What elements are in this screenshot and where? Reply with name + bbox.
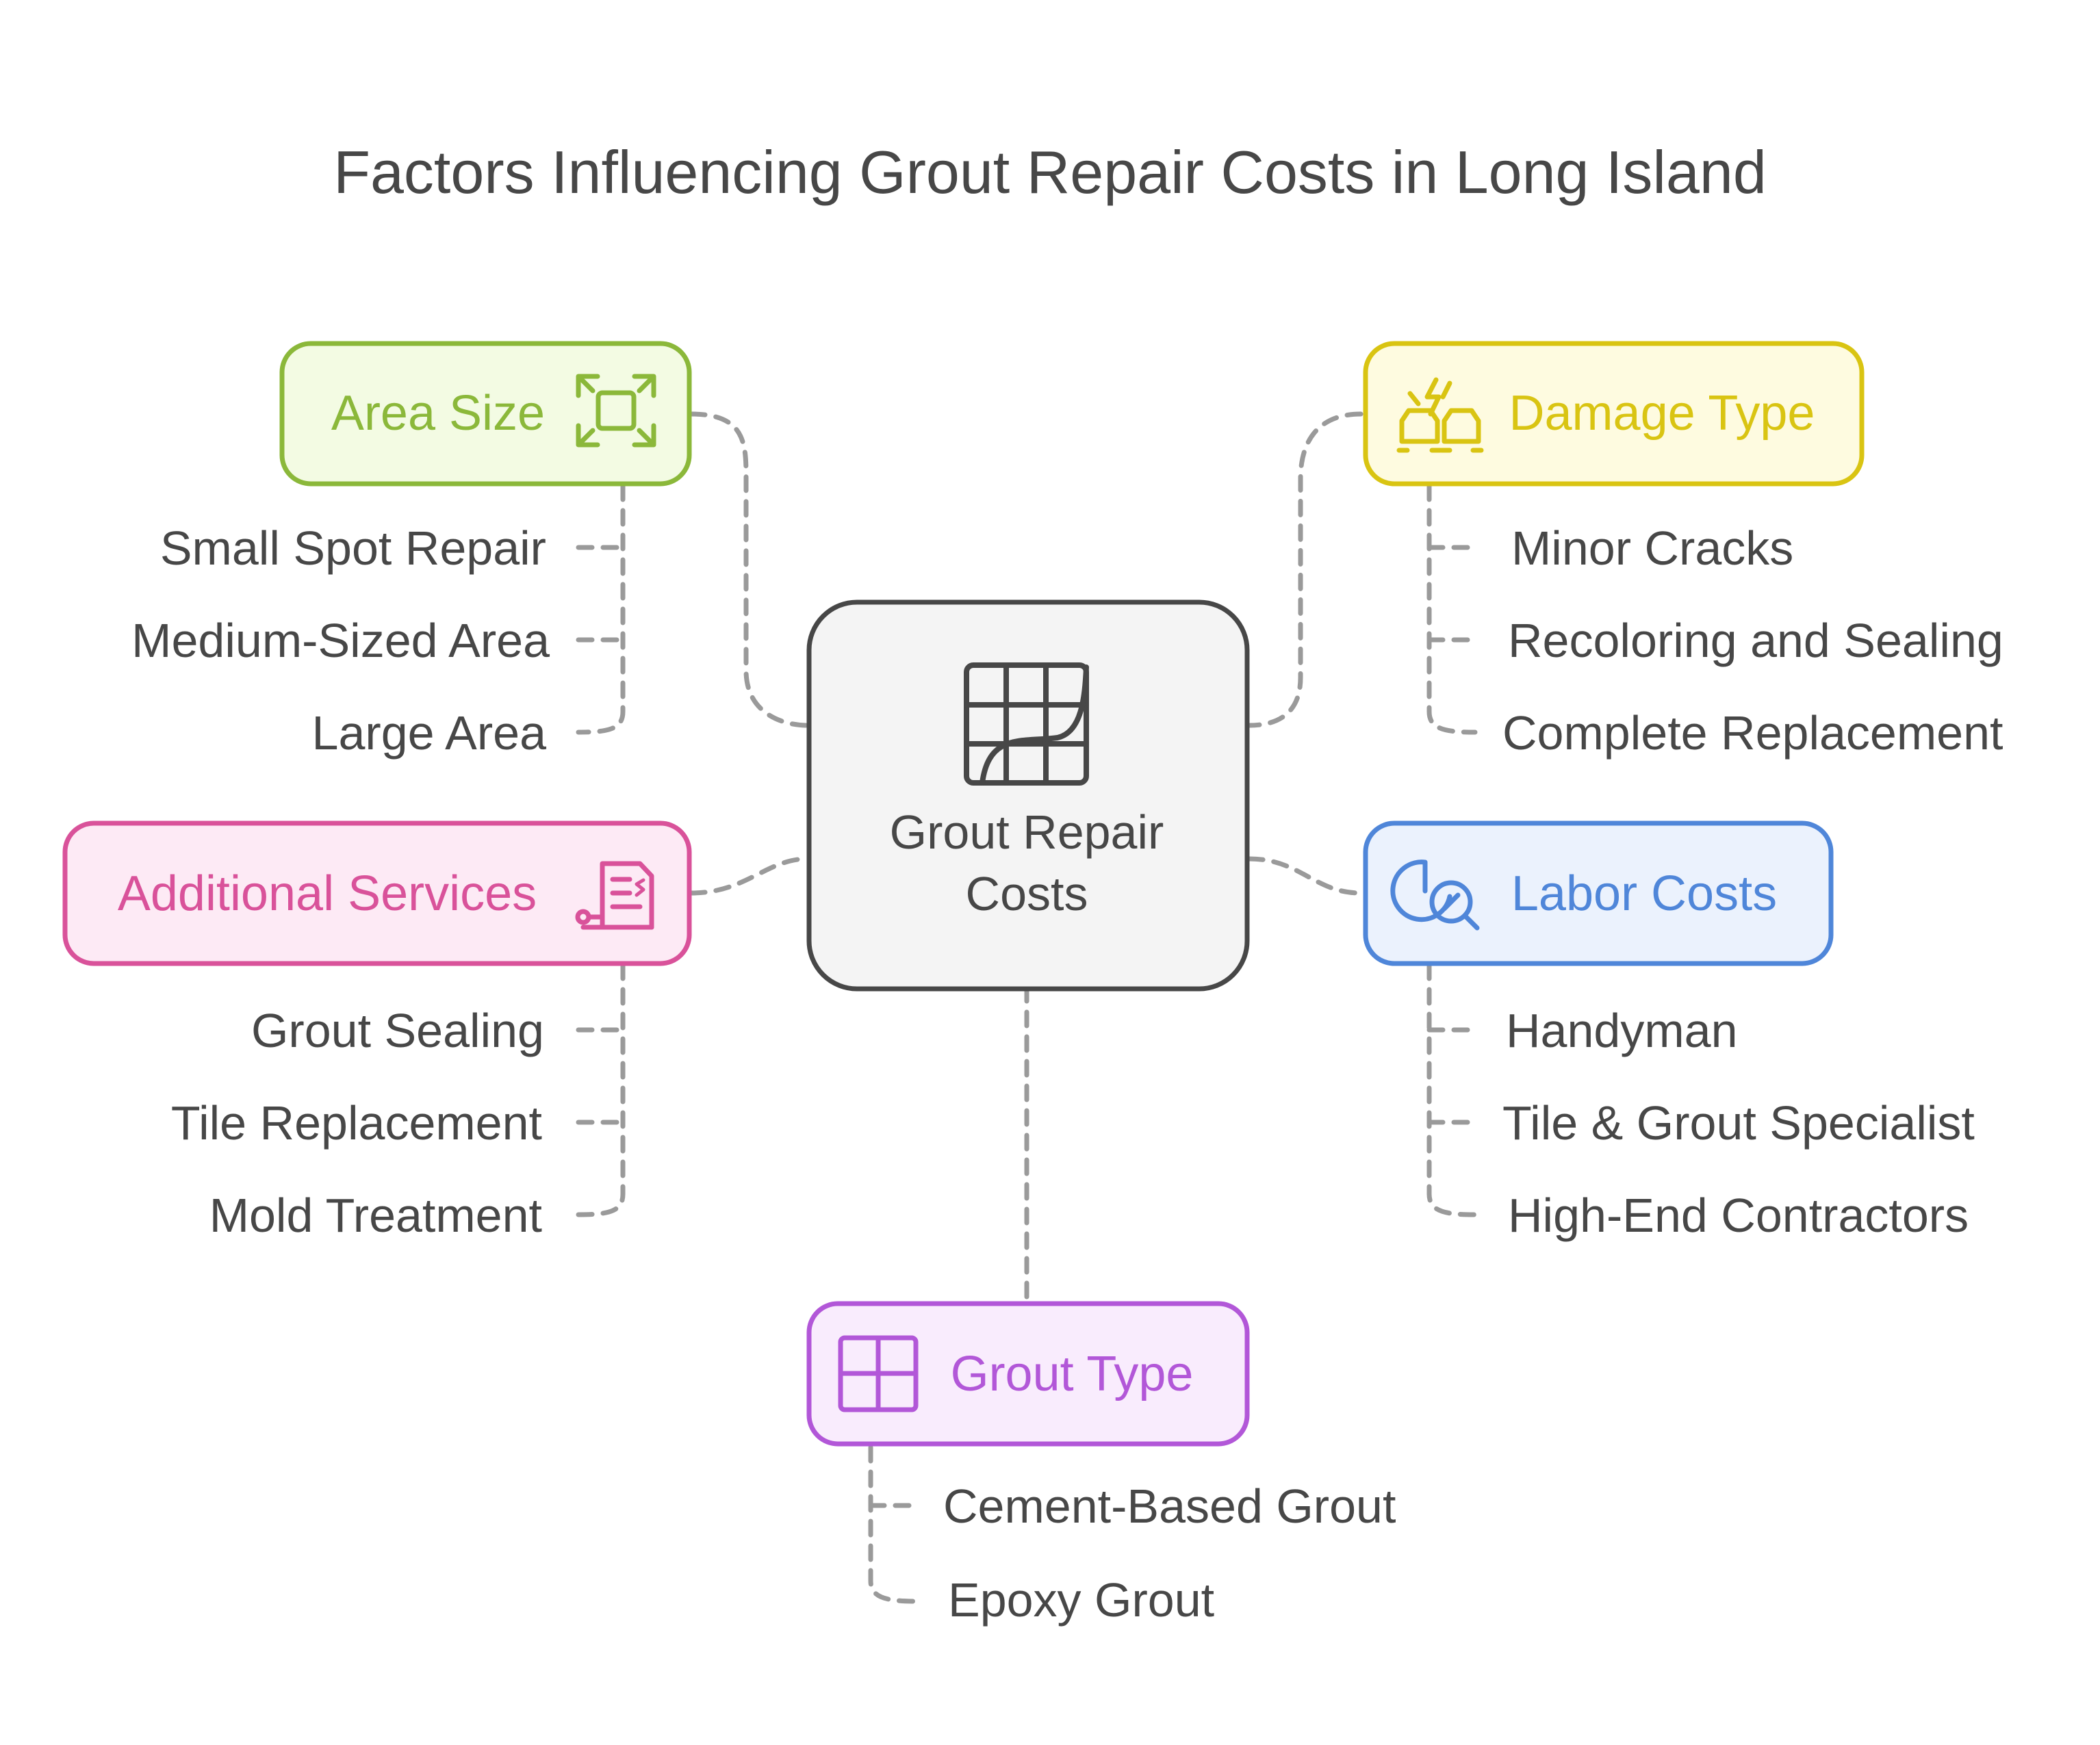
list-item-labor-costs-2: Tile & Grout Specialist: [1502, 1096, 1975, 1150]
list-item-damage-type-2: Recoloring and Sealing: [1508, 614, 2003, 667]
list-connector-grout-type: [868, 1445, 920, 1604]
category-label-area-size: Area Size: [331, 386, 545, 441]
list-item-grout-type-2: Epoxy Grout: [948, 1573, 1214, 1627]
connector-damage-type: [1246, 411, 1363, 728]
list-connector-additional-services: [576, 962, 626, 1217]
category-label-damage-type: Damage Type: [1509, 386, 1815, 441]
category-additional-services: Additional Services: [62, 820, 692, 966]
category-label-additional-services: Additional Services: [118, 866, 537, 921]
list-connector-area-size: [576, 483, 626, 735]
list-connector-damage-type: [1426, 483, 1478, 735]
list-item-additional-services-2: Tile Replacement: [171, 1096, 542, 1150]
category-area-size: Area Size: [279, 341, 692, 487]
list-item-area-size-2: Medium-Sized Area: [131, 614, 550, 667]
center-label-line-1: Grout Repair: [890, 805, 1164, 859]
grout-tile-grid-icon: [964, 662, 1089, 786]
list-item-labor-costs-3: High-End Contractors: [1508, 1189, 1969, 1242]
invoice-document-icon: [575, 861, 654, 930]
chart-magnifier-icon: [1390, 859, 1480, 931]
connector-labor-costs: [1246, 856, 1363, 896]
list-item-grout-type-1: Cement-Based Grout: [943, 1479, 1396, 1533]
category-grout-type: Grout Type: [806, 1301, 1250, 1447]
category-label-labor-costs: Labor Costs: [1511, 866, 1777, 921]
list-item-damage-type-1: Minor Cracks: [1511, 521, 1793, 575]
expand-frame-icon: [576, 374, 656, 448]
tile-grid-icon: [838, 1335, 919, 1412]
list-item-area-size-3: Large Area: [312, 706, 547, 760]
connector-area-size: [689, 411, 810, 728]
list-item-damage-type-3: Complete Replacement: [1502, 706, 2003, 760]
list-connector-labor-costs: [1426, 962, 1478, 1217]
connector-additional-services: [689, 856, 810, 896]
center-node: Grout Repair Costs: [806, 599, 1250, 992]
list-item-additional-services-1: Grout Sealing: [251, 1004, 544, 1057]
diagram-title: Factors Influencing Grout Repair Costs i…: [333, 138, 1767, 206]
center-label-line-2: Costs: [966, 867, 1088, 920]
connectors: [576, 411, 1478, 1604]
list-item-additional-services-3: Mold Treatment: [209, 1189, 542, 1242]
car-crash-lightning-icon: [1396, 377, 1484, 453]
category-label-grout-type: Grout Type: [951, 1347, 1194, 1401]
category-damage-type: Damage Type: [1363, 341, 1865, 487]
category-labor-costs: Labor Costs: [1363, 820, 1834, 966]
list-item-area-size-1: Small Spot Repair: [160, 521, 546, 575]
list-item-labor-costs-1: Handyman: [1506, 1004, 1738, 1057]
